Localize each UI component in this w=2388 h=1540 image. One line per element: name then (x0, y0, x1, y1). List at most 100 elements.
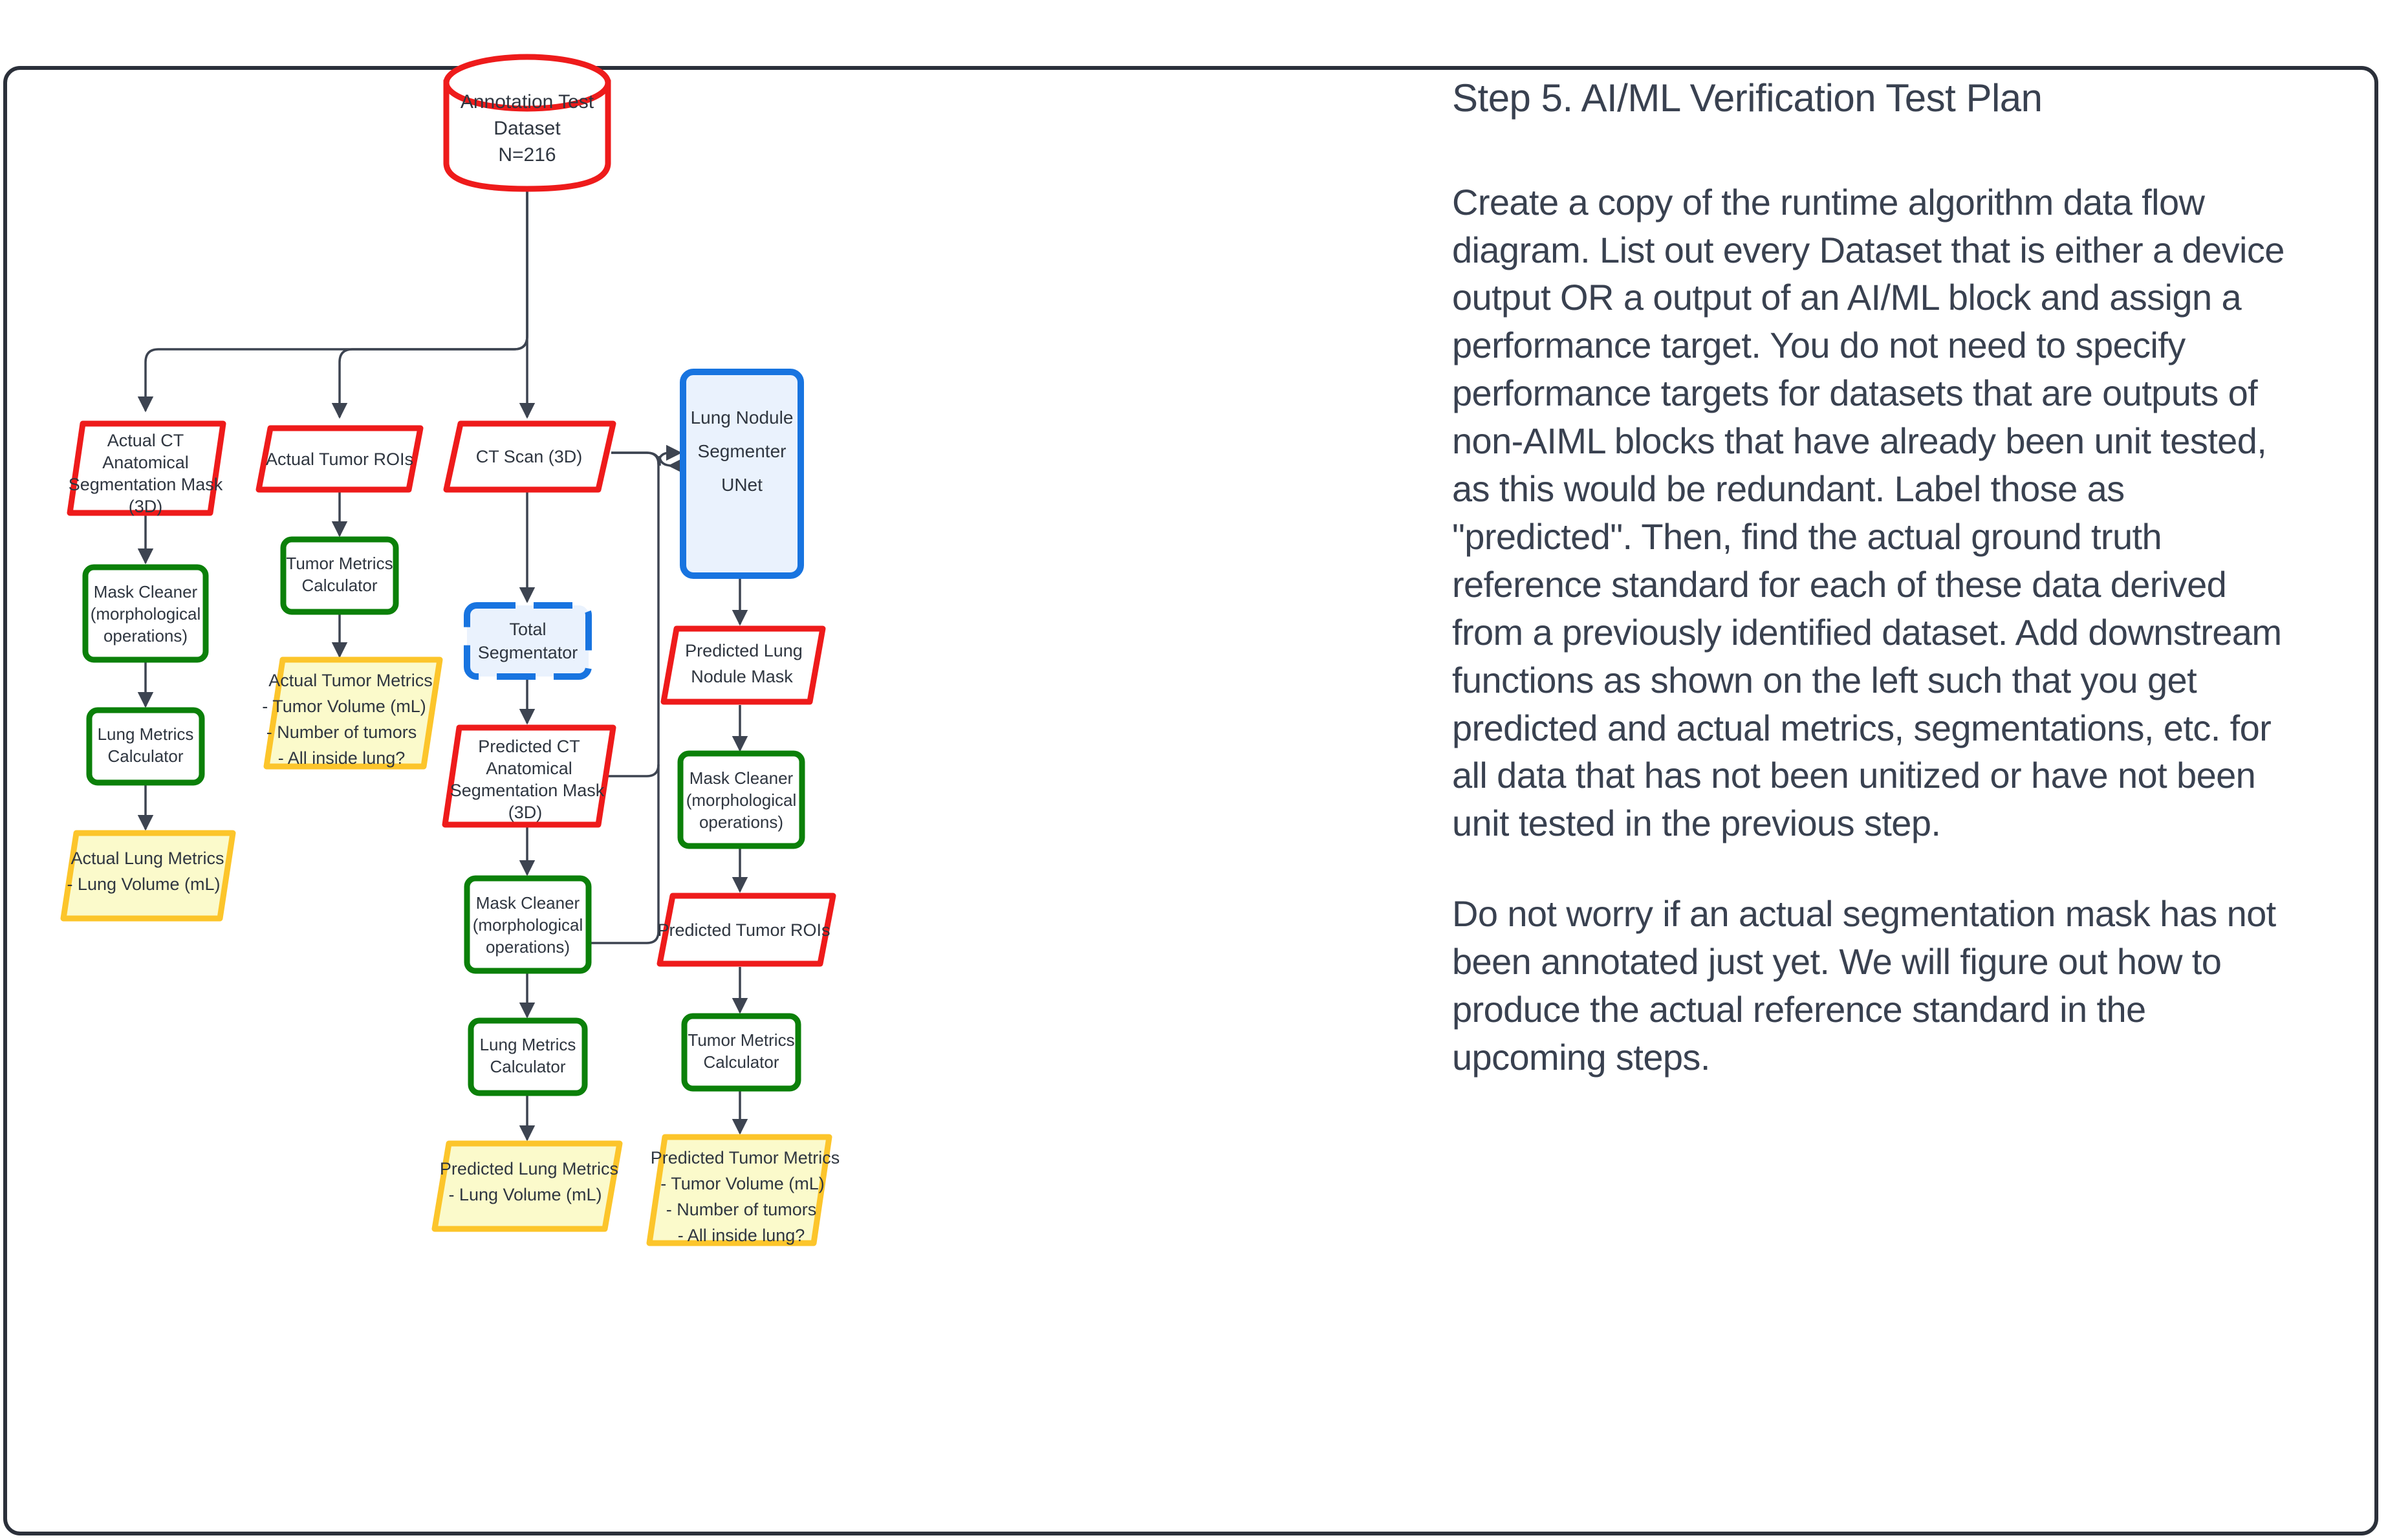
node-label: - Lung Volume (mL) (448, 1185, 602, 1204)
node-label: Mask Cleaner (689, 768, 794, 788)
node-label: - Number of tumors (666, 1200, 817, 1219)
node-mask-cleaner-left[interactable]: Mask Cleaner (morphological operations) (82, 564, 209, 663)
node-label: Actual CT (107, 431, 184, 450)
node-predicted-lung-nodule-mask[interactable]: Predicted Lung Nodule Mask (660, 625, 826, 705)
node-label: (3D) (129, 497, 163, 516)
parallelogram-shape (443, 420, 616, 493)
node-label: Predicted Tumor ROIs (657, 920, 830, 940)
cylinder-body (443, 80, 611, 192)
notes-panel: Step 5. AI/ML Verification Test Plan Cre… (1452, 78, 2306, 1124)
edge-ct-scan-right-stub (582, 451, 660, 944)
node-lung-metrics-calculator-center[interactable]: Lung Metrics Calculator (468, 1017, 588, 1096)
node-label: Dataset (494, 118, 561, 139)
node-actual-lung-metrics[interactable]: Actual Lung Metrics - Lung Volume (mL) (60, 830, 236, 922)
edge-predicted-mask-right-stub (563, 764, 660, 777)
node-mask-cleaner-right[interactable]: Mask Cleaner (morphological operations) (677, 750, 805, 849)
edge-group (137, 175, 748, 1142)
node-label: (morphological (91, 604, 201, 624)
node-label: Anatomical (102, 453, 189, 472)
node-actual-ct-mask[interactable]: Actual CT Anatomical Segmentation Mask (… (67, 420, 226, 516)
node-label: Predicted CT (478, 737, 580, 756)
node-label: Calculator (703, 1052, 779, 1072)
node-label: Annotation Test (461, 91, 594, 113)
node-label: Actual Lung Metrics (71, 849, 224, 868)
node-label: Segmentation Mask (450, 781, 605, 800)
node-lung-nodule-segmenter-unet[interactable]: Lung Nodule Segmenter UNet (680, 369, 804, 579)
rect-shape (82, 564, 209, 663)
edge-dataset-to-actual-tumor-rois (331, 175, 528, 419)
node-label: Actual Tumor Metrics (268, 671, 433, 690)
node-label: Segmentation Mask (69, 475, 223, 494)
node-label: Mask Cleaner (94, 582, 198, 602)
parallelogram-shape (646, 1134, 832, 1246)
node-label: Mask Cleaner (476, 893, 580, 913)
rect-shape (677, 750, 805, 849)
node-tumor-metrics-calculator-right[interactable]: Tumor Metrics Calculator (681, 1013, 801, 1092)
rect-shape (86, 707, 205, 786)
node-lung-metrics-calculator-left[interactable]: Lung Metrics Calculator (86, 707, 205, 786)
parallelogram-shape (660, 625, 826, 705)
node-predicted-lung-metrics[interactable]: Predicted Lung Metrics - Lung Volume (mL… (431, 1140, 623, 1232)
parallelogram-shape (60, 830, 236, 922)
cylinder-top (443, 54, 611, 112)
node-label: Lung Metrics (480, 1035, 576, 1054)
node-label: Segmenter (698, 441, 787, 461)
node-label: N=216 (498, 144, 556, 166)
node-label: - All inside lung? (678, 1226, 805, 1245)
dataflow-diagram: Annotation Test Dataset N=216 Actual CT … (60, 54, 840, 1246)
node-actual-tumor-metrics[interactable]: Actual Tumor Metrics - Tumor Volume (mL)… (262, 656, 443, 770)
page-frame-border (3, 66, 2378, 1535)
node-predicted-tumor-metrics[interactable]: Predicted Tumor Metrics - Tumor Volume (… (646, 1134, 840, 1246)
node-label: Tumor Metrics (286, 554, 393, 573)
rect-shape (280, 536, 399, 615)
node-label: Calculator (301, 576, 377, 595)
node-label: (morphological (473, 915, 583, 935)
node-mask-cleaner-center[interactable]: Mask Cleaner (morphological operations) (464, 875, 592, 974)
node-label: - Tumor Volume (mL) (660, 1174, 825, 1193)
node-actual-tumor-rois[interactable]: Actual Tumor ROIs (255, 425, 424, 493)
parallelogram-shape (657, 893, 836, 967)
node-annotation-test-dataset[interactable]: Annotation Test Dataset N=216 (443, 54, 611, 192)
node-label: Actual Tumor ROIs (266, 450, 413, 469)
node-label: UNet (721, 475, 763, 495)
edge-group-routed (563, 451, 660, 944)
parallelogram-shape (67, 420, 226, 516)
node-label: operations) (103, 626, 188, 645)
notes-heading: Step 5. AI/ML Verification Test Plan (1452, 76, 2043, 120)
rect-shape (681, 1013, 801, 1092)
node-predicted-ct-mask[interactable]: Predicted CT Anatomical Segmentation Mas… (442, 724, 616, 828)
notes-paragraph-1: Create a copy of the runtime algorithm d… (1452, 181, 2285, 844)
node-total-segmentator[interactable]: Total Segmentator (464, 602, 592, 680)
node-label: Calculator (490, 1057, 565, 1076)
node-label: Lung Nodule (691, 407, 794, 428)
node-label: Calculator (107, 746, 183, 766)
rect-shape (680, 369, 804, 579)
rect-dashed-shape (464, 602, 592, 680)
rect-shape (468, 1017, 588, 1096)
node-label: (3D) (508, 803, 543, 822)
node-label: (morphological (686, 790, 797, 810)
node-tumor-metrics-calculator-left[interactable]: Tumor Metrics Calculator (280, 536, 399, 615)
rect-shape (464, 875, 592, 974)
node-label: - All inside lung? (278, 748, 406, 768)
node-label: - Number of tumors (266, 722, 417, 742)
parallelogram-shape (431, 1140, 623, 1232)
node-label: Predicted Tumor Metrics (651, 1148, 840, 1167)
node-predicted-tumor-rois[interactable]: Predicted Tumor ROIs (657, 893, 836, 967)
edge-to-unet-arrow (657, 444, 682, 465)
parallelogram-shape (442, 724, 616, 828)
node-label: - Lung Volume (mL) (67, 874, 220, 894)
edge-dataset-to-actual-ct-mask (137, 175, 528, 413)
edge-into-unet (657, 444, 682, 465)
node-label: Segmentator (478, 643, 578, 662)
node-label: Tumor Metrics (688, 1030, 794, 1050)
parallelogram-shape (263, 656, 443, 770)
node-label: operations) (699, 812, 783, 832)
node-label: Nodule Mask (691, 667, 793, 686)
node-ct-scan[interactable]: CT Scan (3D) (443, 420, 616, 493)
node-label: operations) (486, 937, 570, 957)
node-label: Anatomical (486, 759, 572, 778)
node-label: Predicted Lung Metrics (440, 1159, 618, 1178)
notes-paragraph-2: Do not worry if an actual segmentation m… (1452, 893, 2276, 1078)
